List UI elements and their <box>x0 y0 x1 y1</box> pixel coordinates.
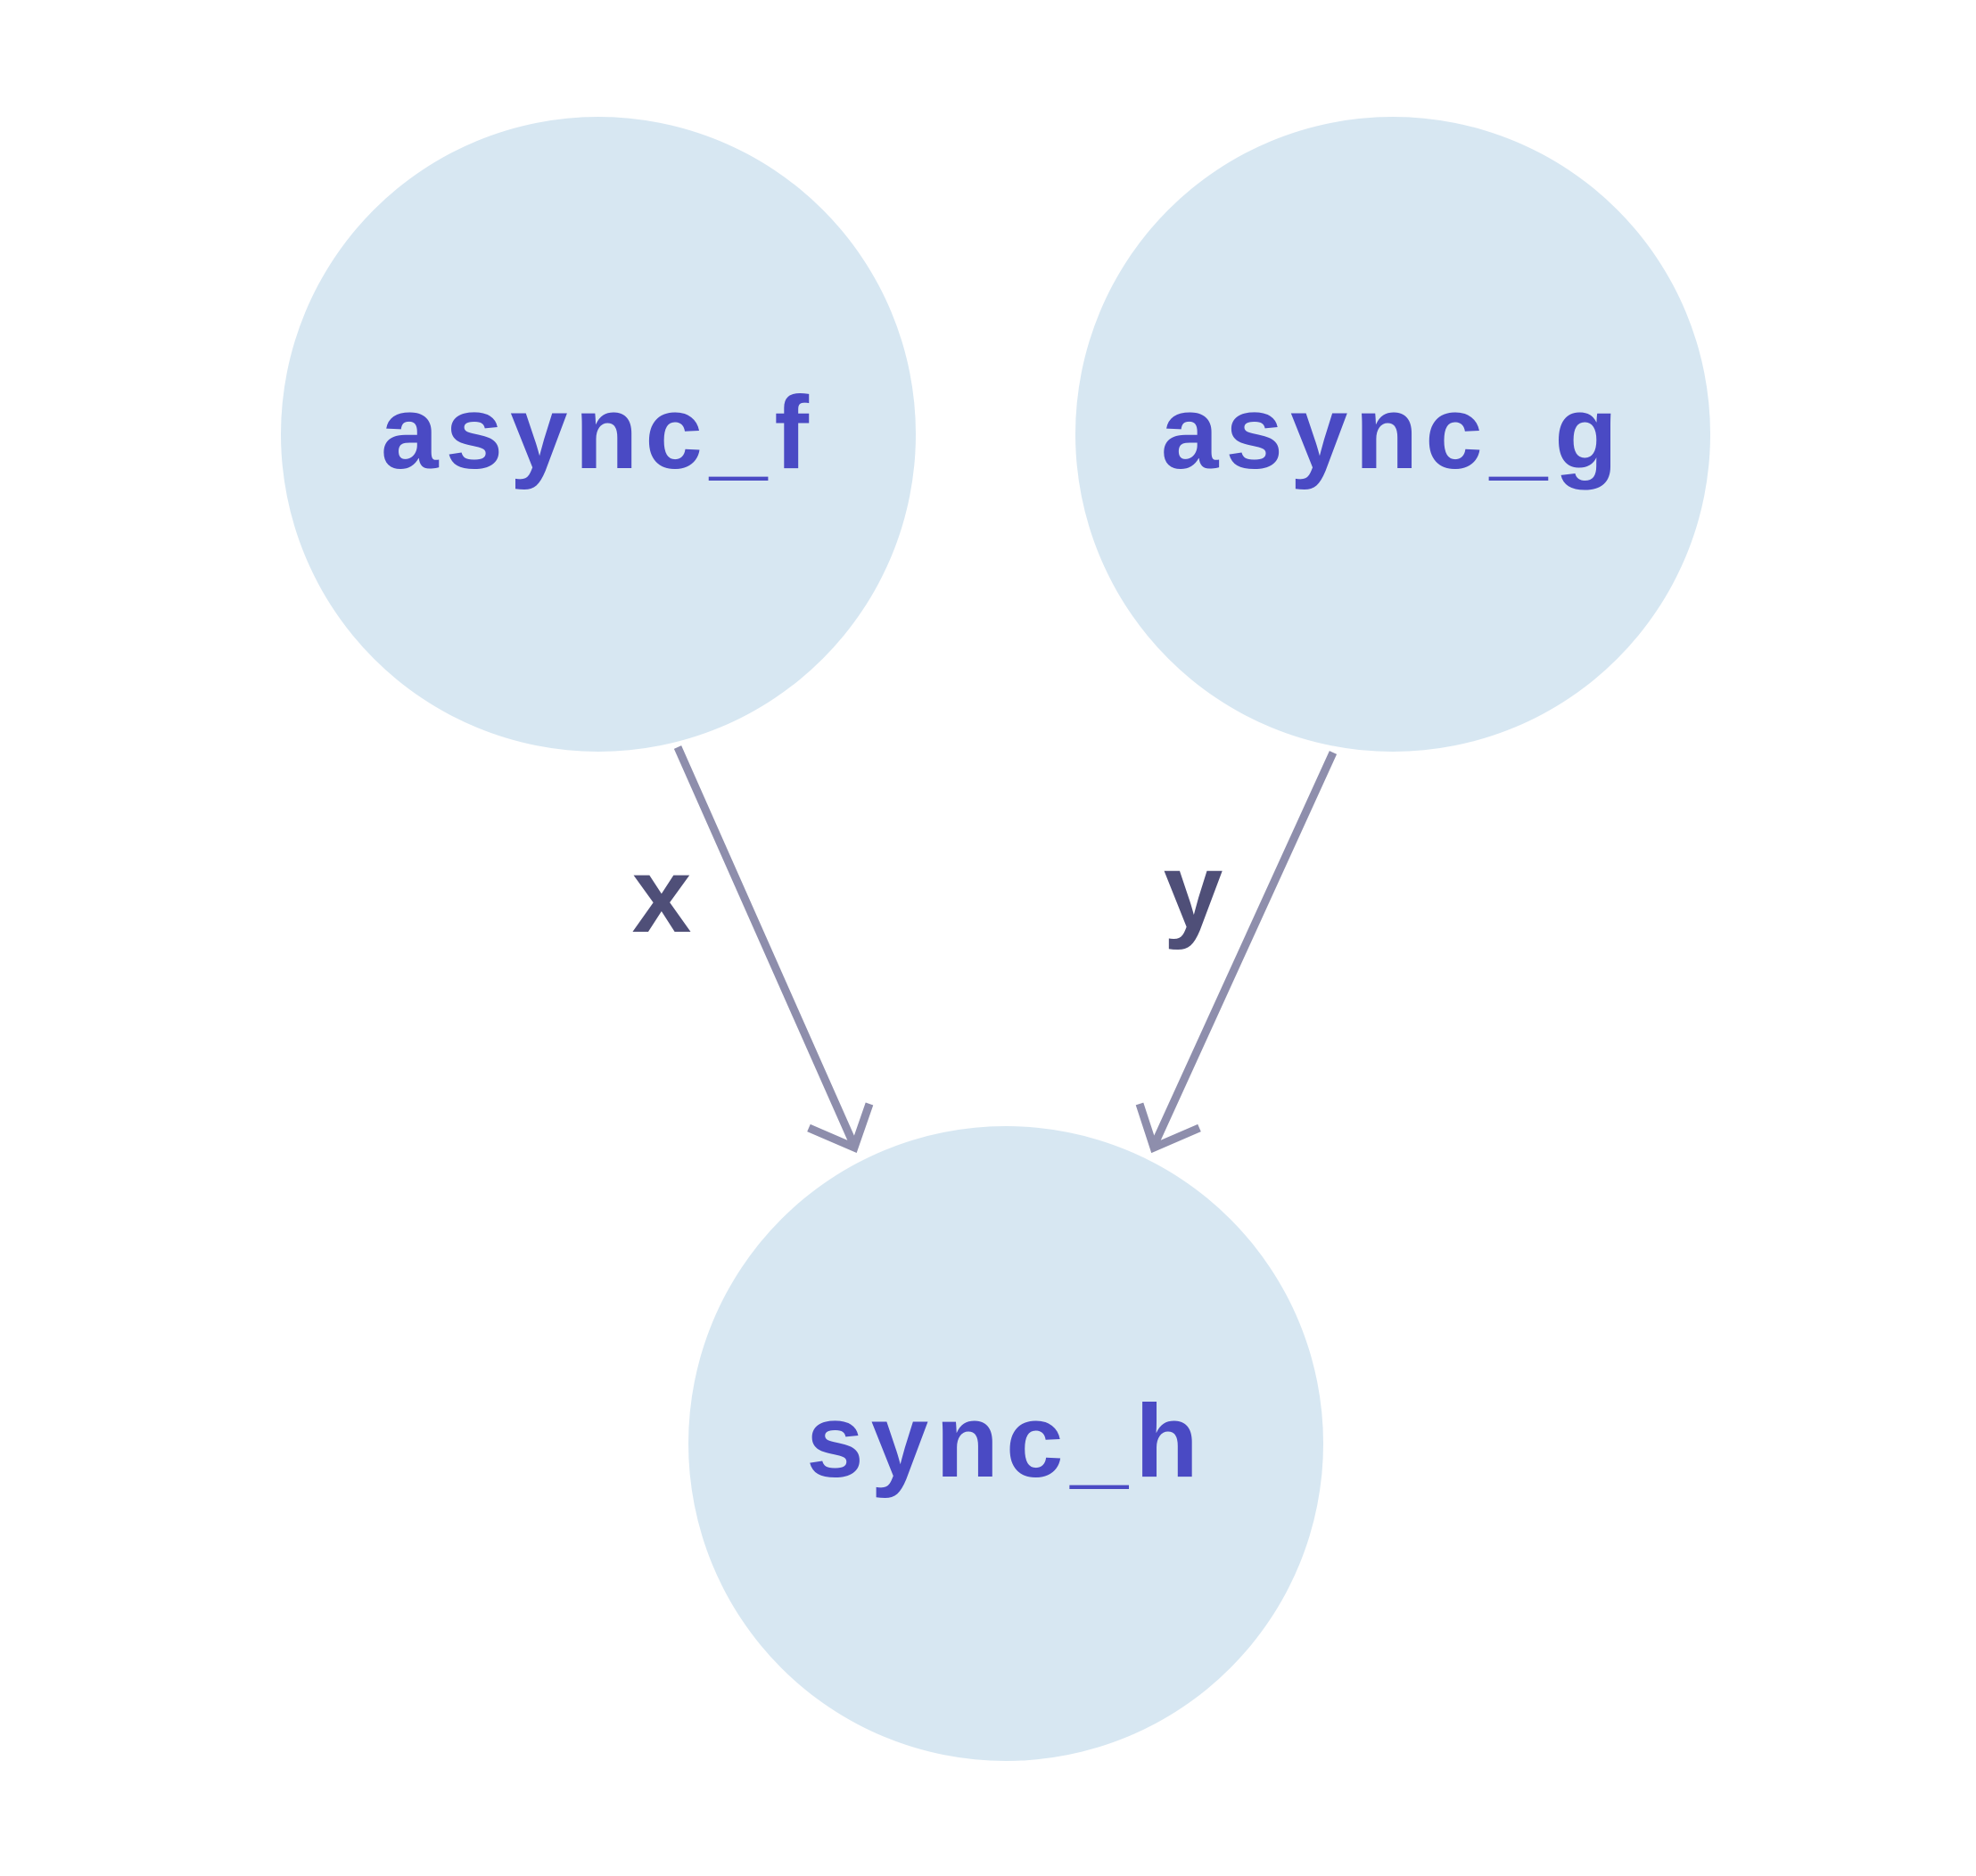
node-circle-async-f <box>281 117 916 752</box>
edge-label-x: x <box>632 835 692 955</box>
node-label-sync-h: sync_h <box>806 1383 1206 1499</box>
node-circle-sync-h <box>688 1126 1323 1761</box>
node-async-g[interactable]: async_g <box>1075 117 1710 752</box>
arrowhead-y-icon <box>1135 1102 1201 1154</box>
edge-line-x <box>673 745 859 1148</box>
edge-async-f-to-sync-h: x <box>632 745 874 1154</box>
node-sync-h[interactable]: sync_h <box>688 1126 1323 1761</box>
edge-async-g-to-sync-h: y <box>1135 751 1338 1154</box>
arrowhead-x-icon <box>807 1102 874 1154</box>
node-circle-async-g <box>1075 117 1710 752</box>
node-label-async-g: async_g <box>1161 374 1625 490</box>
node-label-async-f: async_f <box>381 374 816 490</box>
edge-label-y: y <box>1164 831 1223 950</box>
node-async-f[interactable]: async_f <box>281 117 916 752</box>
edge-line-y <box>1149 751 1338 1148</box>
